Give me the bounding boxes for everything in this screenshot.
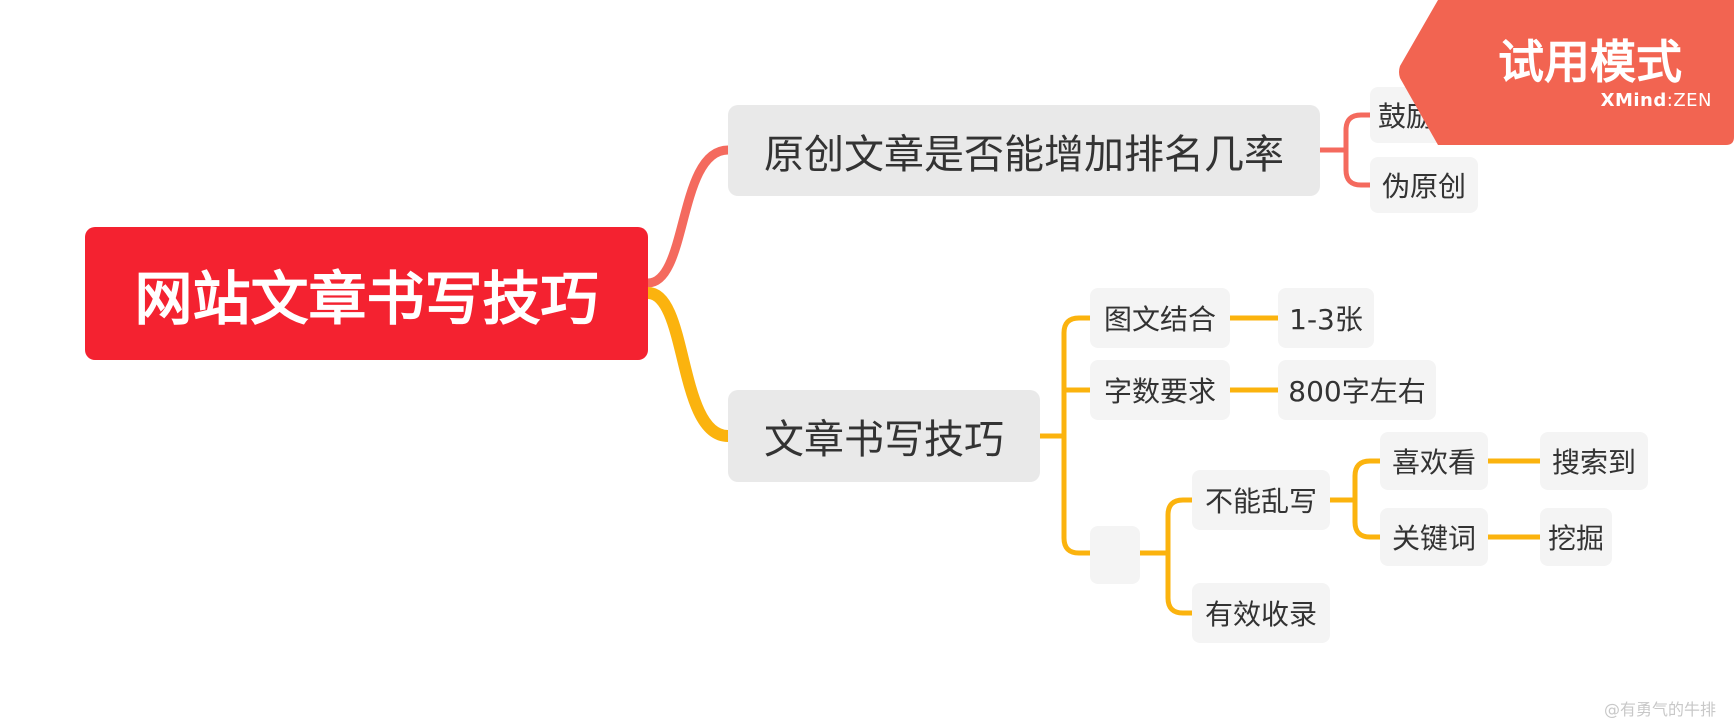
connector-root-to-branch-1 <box>643 145 733 288</box>
subtopic-image-text[interactable]: 图文结合 <box>1090 288 1230 348</box>
trial-mode-badge[interactable]: 试用模式 XMind:ZEN <box>1398 0 1734 145</box>
subtopic-no-random-writing[interactable]: 不能乱写 <box>1192 470 1330 530</box>
subtopic-like-to-read[interactable]: 喜欢看 <box>1380 432 1488 490</box>
connector-branch-1-children <box>1317 112 1373 188</box>
subtopic-effective-indexing[interactable]: 有效收录 <box>1192 583 1330 643</box>
subtopic-keywords[interactable]: 关键词 <box>1380 508 1488 566</box>
subtopic-image-count[interactable]: 1-3张 <box>1278 288 1374 348</box>
subtopic-empty[interactable] <box>1090 526 1140 584</box>
subtopic-pseudo-original[interactable]: 伪原创 <box>1370 157 1478 213</box>
subtopic-mining[interactable]: 挖掘 <box>1540 508 1612 566</box>
subtopic-word-count-value[interactable]: 800字左右 <box>1278 360 1436 420</box>
subtopic-word-count[interactable]: 字数要求 <box>1090 360 1230 420</box>
main-topic-originality[interactable]: 原创文章是否能增加排名几率 <box>728 105 1320 196</box>
author-watermark: @有勇气的牛排 <box>1603 700 1716 719</box>
brand-sep: : <box>1666 90 1674 111</box>
brand-bold: XMind <box>1600 90 1667 111</box>
brand-rest: ZEN <box>1673 90 1712 111</box>
connector-branch-2-children <box>1037 315 1543 616</box>
connector-root-to-branch-2 <box>642 287 734 442</box>
main-topic-writing-skills[interactable]: 文章书写技巧 <box>728 390 1040 482</box>
xmind-zen-brand: XMind:ZEN <box>1601 90 1712 111</box>
subtopic-searchable[interactable]: 搜索到 <box>1540 432 1648 490</box>
trial-mode-title: 试用模式 <box>1498 35 1682 89</box>
trial-badge-shape <box>1399 0 1734 145</box>
root-topic[interactable]: 网站文章书写技巧 <box>85 227 648 360</box>
